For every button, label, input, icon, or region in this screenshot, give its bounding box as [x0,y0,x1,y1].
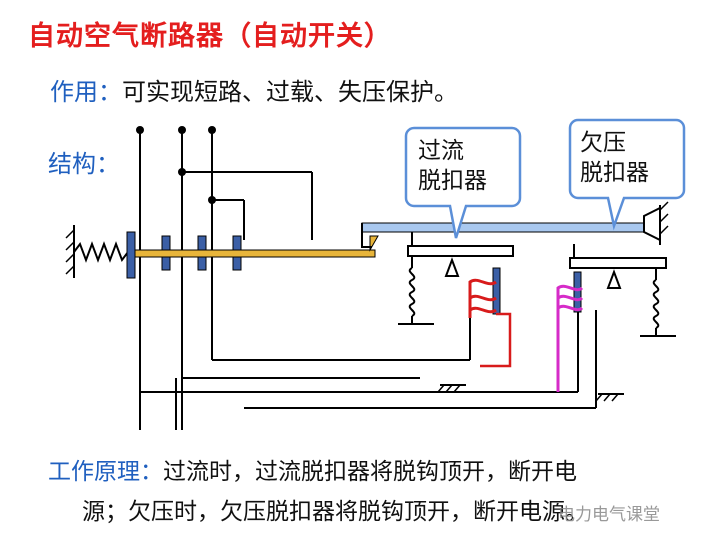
contact-assembly [126,231,379,279]
overcurrent-callout: 过流 脱扣器 [404,126,522,239]
usage-line: 作用：可实现短路、过载、失压保护。 [50,72,458,107]
undervoltage-release [556,244,676,402]
undervoltage-callout-line2: 脱扣器 [580,160,649,186]
left-spring-anchor [65,225,129,278]
main-wiring [139,130,597,430]
page-title: 自动空气断路器（自动开关） [28,21,392,52]
usage-label: 作用： [50,78,122,106]
hook-bar [361,201,669,248]
overcurrent-release [398,232,514,393]
principle-label: 工作原理： [48,459,163,485]
undervoltage-callout-line1: 欠压 [580,130,626,156]
principle-line1: 过流时，过流脱扣器将脱钩顶开，断开电 [163,459,577,485]
usage-text: 可实现短路、过载、失压保护。 [122,78,458,106]
undervoltage-callout: 欠压 脱扣器 [568,118,686,231]
watermark: 电力电气课堂 [558,505,660,525]
overcurrent-callout-line1: 过流 [418,138,464,164]
principle-line2: 源；欠压时，欠压脱扣器将脱钩顶开，断开电源。 [82,499,588,525]
structure-label: 结构： [48,150,120,178]
working-principle: 工作原理：过流时，过流脱扣器将脱钩顶开，断开电 源；欠压时，欠压脱扣器将脱钩顶开… [48,452,708,532]
overcurrent-callout-line2: 脱扣器 [418,168,487,194]
terminal-dots [136,126,216,204]
